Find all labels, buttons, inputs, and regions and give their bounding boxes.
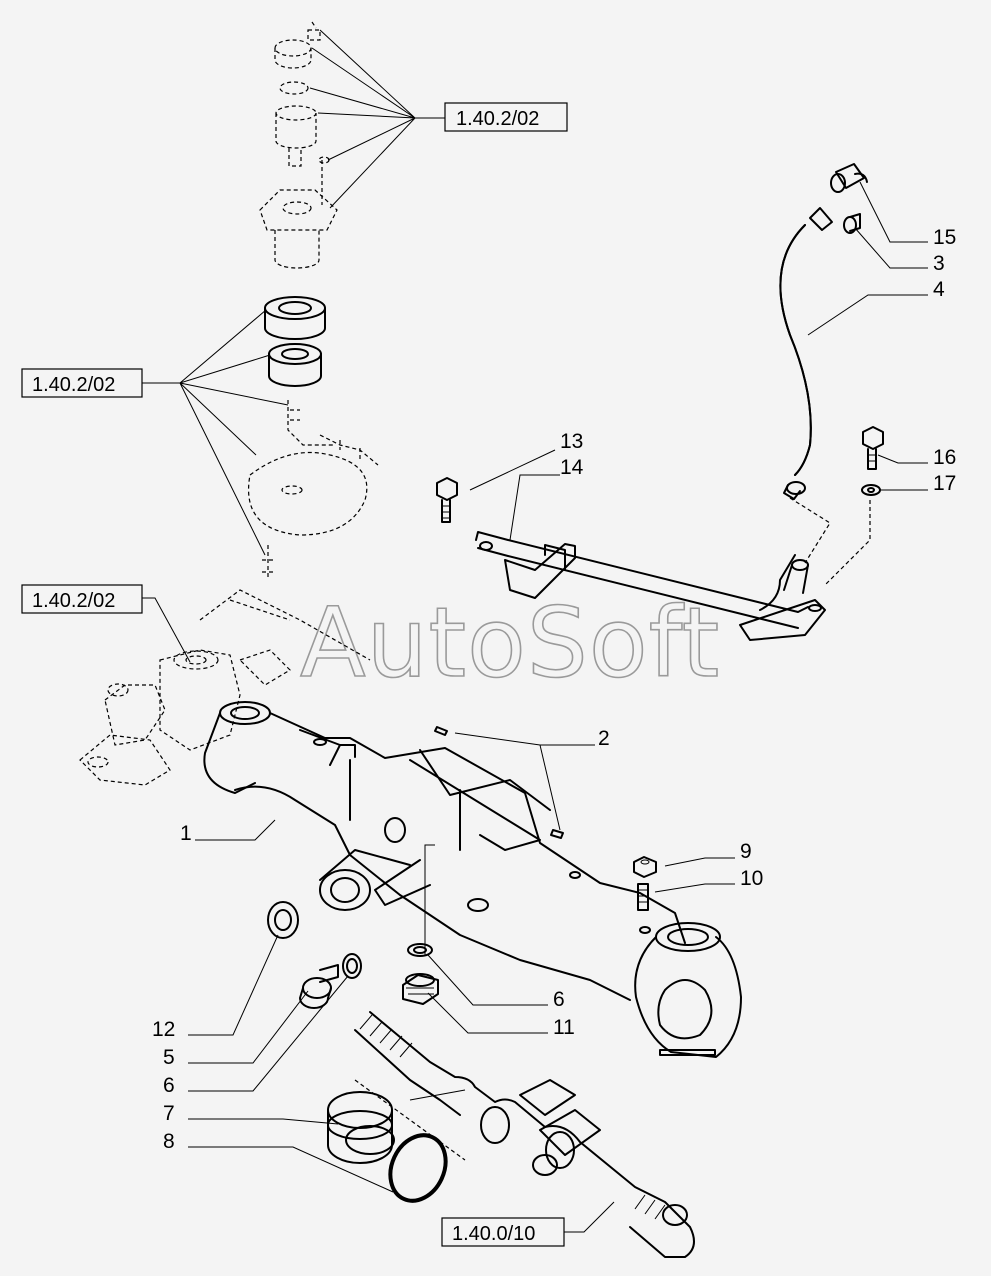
ref-bottom-text: 1.40.0/10 [452, 1223, 535, 1245]
callout-15: 15 [933, 226, 956, 249]
callout-leaders [188, 181, 928, 1193]
ref-box-top[interactable]: 1.40.2/02 [444, 102, 568, 132]
ref-box-bottom[interactable]: 1.40.0/10 [441, 1201, 615, 1247]
ref-box-left-low[interactable]: 1.40.2/02 [21, 584, 143, 614]
callout-16: 16 [933, 446, 956, 469]
bolt-13 [436, 477, 458, 523]
washer-6-upper [407, 943, 433, 957]
pins-2 [434, 726, 564, 839]
callout-6-upper: 6 [553, 988, 565, 1011]
ref-left-mid-text: 1.40.2/02 [32, 374, 115, 396]
callout-7: 7 [163, 1102, 175, 1125]
callout-5: 5 [163, 1046, 175, 1069]
ref-top-text: 1.40.2/02 [456, 108, 539, 130]
callout-1: 1 [180, 822, 192, 845]
ref-box-left-mid[interactable]: 1.40.2/02 [21, 368, 143, 398]
callout-3: 3 [933, 252, 945, 275]
steering-knuckle-left [79, 589, 371, 786]
callout-8: 8 [163, 1130, 175, 1153]
callout-2: 2 [598, 727, 610, 750]
plug-11 [402, 973, 439, 1005]
ref-left-mid-leaders [140, 309, 289, 556]
watermark: AutoSoft [300, 587, 720, 699]
nut-9 [633, 856, 657, 878]
washer-17 [861, 484, 881, 496]
bolt-16 [862, 426, 884, 470]
bushing-7 [327, 1091, 395, 1164]
plug-5 [299, 964, 339, 1009]
callout-10: 10 [740, 867, 763, 890]
hydraulic-hose [779, 163, 868, 500]
axle-housing-1 [203, 701, 742, 1058]
washer-6-lower [342, 953, 362, 979]
ref-left-low-text: 1.40.2/02 [32, 590, 115, 612]
ref-top-leaders [309, 29, 445, 209]
seal-12 [267, 901, 299, 939]
callout-12: 12 [152, 1018, 175, 1041]
callout-6-lower: 6 [163, 1074, 175, 1097]
callout-4: 4 [933, 278, 945, 301]
callout-17: 17 [933, 472, 956, 495]
callout-11: 11 [553, 1016, 575, 1039]
ref-left-low-leaders [140, 597, 191, 663]
upper-pivot-stack [248, 21, 379, 580]
o-ring-8 [388, 1133, 448, 1203]
steering-pipe-14 [475, 497, 871, 641]
callout-13: 13 [560, 430, 583, 453]
callout-14: 14 [560, 456, 584, 479]
stud-10 [637, 883, 649, 911]
callout-labels: 15 3 4 13 14 16 17 2 1 9 10 6 11 12 5 6 … [152, 226, 956, 1153]
callout-9: 9 [740, 840, 752, 863]
